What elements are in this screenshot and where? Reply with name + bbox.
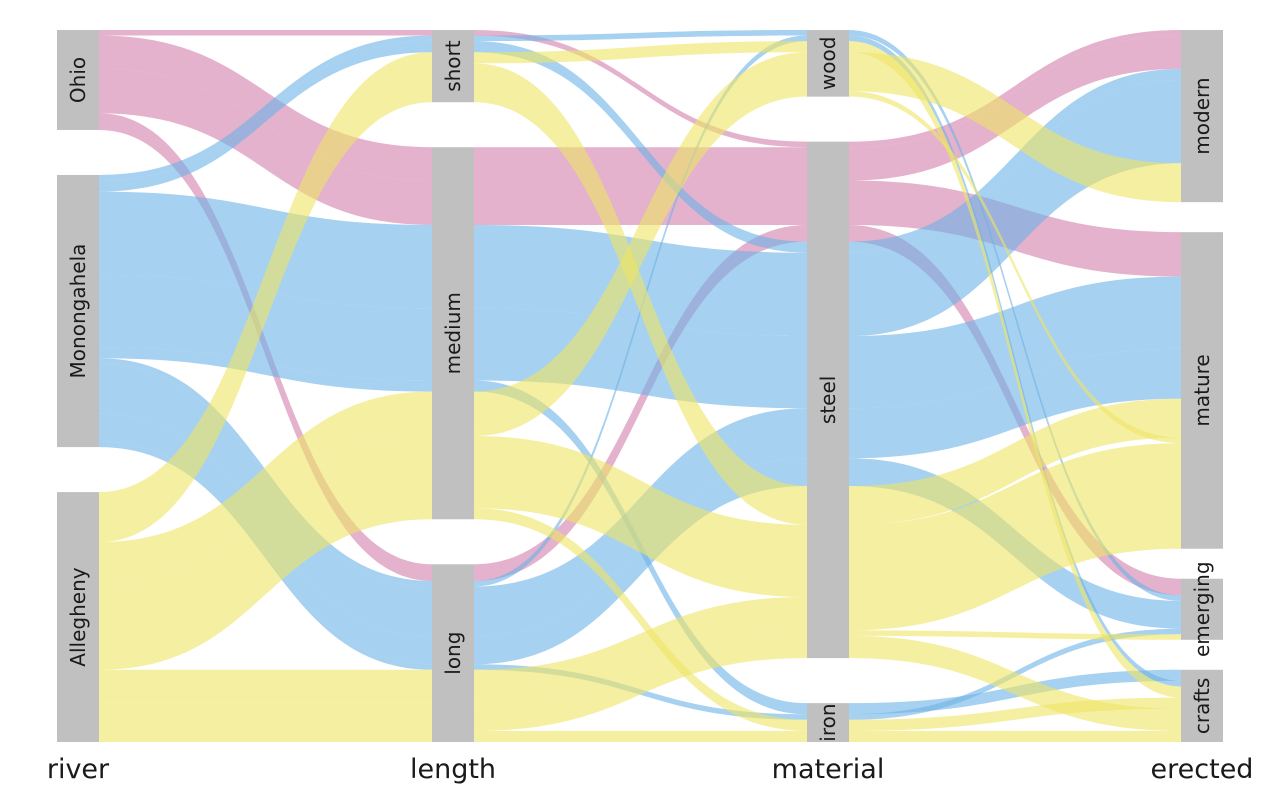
node-label-allegheny: Allegheny xyxy=(66,567,90,666)
flow-ribbon xyxy=(474,635,807,731)
node-label-long: long xyxy=(441,632,465,675)
flow-ribbon xyxy=(99,430,432,587)
flow-ribbon xyxy=(849,443,1181,598)
flow-ribbon xyxy=(99,435,432,659)
node-label-crafts: crafts xyxy=(1190,678,1214,734)
node-label-monongahela: Monongahela xyxy=(66,244,90,379)
flow-ribbon xyxy=(849,515,1181,631)
flow-ribbon xyxy=(474,30,807,42)
flow-ribbon xyxy=(849,79,1181,337)
flow-ribbon xyxy=(849,41,1181,698)
flow-ribbon xyxy=(474,52,807,431)
flow-ribbon xyxy=(99,730,432,742)
node-label-wood: wood xyxy=(816,37,840,91)
flow-ribbon xyxy=(99,347,432,392)
node-label-medium: medium xyxy=(441,292,465,374)
node-label-mature: mature xyxy=(1190,354,1214,426)
flow-ribbon xyxy=(474,597,807,704)
node-material-wood xyxy=(807,30,849,97)
flow-ribbon xyxy=(849,52,1181,203)
node-label-ohio: Ohio xyxy=(66,57,90,103)
axis-label-layer: river length material erected xyxy=(47,754,1254,785)
node-river-monongahela xyxy=(57,174,99,448)
axis-label-erected: erected xyxy=(1151,754,1254,785)
axis-label-length: length xyxy=(410,754,496,785)
node-length-short xyxy=(432,30,474,103)
node-river-ohio xyxy=(57,30,99,130)
flow-ribbon xyxy=(99,274,432,381)
flow-ribbon xyxy=(99,708,432,731)
flow-ribbon xyxy=(99,30,432,36)
flow-layer xyxy=(99,30,1181,742)
flow-ribbon xyxy=(99,703,432,709)
flow-ribbon xyxy=(474,224,807,581)
node-river-allegheny xyxy=(57,492,99,742)
flow-ribbon xyxy=(474,147,807,181)
node-label-iron: iron xyxy=(816,703,840,741)
node-length-medium xyxy=(432,147,474,520)
flow-ribbon xyxy=(474,63,807,525)
node-erected-crafts xyxy=(1181,669,1223,742)
flow-ribbon xyxy=(99,41,432,192)
node-label-short: short xyxy=(441,40,465,92)
node-material-steel xyxy=(807,141,849,659)
flow-ribbon xyxy=(474,435,807,598)
node-erected-mature xyxy=(1181,232,1223,549)
flow-ribbon xyxy=(99,52,432,504)
flow-ribbon xyxy=(99,63,432,543)
flow-ribbon xyxy=(849,91,1181,444)
flow-ribbon xyxy=(99,35,432,181)
flow-ribbon xyxy=(474,41,807,64)
flow-ribbon xyxy=(99,191,432,309)
flow-ribbon xyxy=(849,276,1181,409)
flow-ribbon xyxy=(99,669,432,704)
axis-label-material: material xyxy=(772,754,885,785)
flow-ribbon xyxy=(99,508,432,670)
node-label-emerging: emerging xyxy=(1190,561,1214,657)
flow-ribbon xyxy=(99,391,432,581)
flow-ribbon xyxy=(849,30,1181,148)
flow-ribbon xyxy=(474,41,807,253)
flow-ribbon xyxy=(474,508,807,731)
node-erected-modern xyxy=(1181,30,1223,203)
flow-ribbon xyxy=(849,35,1181,687)
node-material-iron xyxy=(807,703,849,742)
flow-ribbon xyxy=(474,458,807,665)
node-label-steel: steel xyxy=(816,376,840,424)
flow-ribbon xyxy=(474,91,807,436)
node-label-modern: modern xyxy=(1190,77,1214,154)
flow-ribbon xyxy=(849,68,1181,253)
node-length-long xyxy=(432,564,474,742)
flow-ribbon xyxy=(474,730,807,742)
flow-ribbon xyxy=(474,180,807,225)
flow-ribbon xyxy=(849,398,1181,525)
node-erected-emerging xyxy=(1181,578,1223,640)
flow-ribbon xyxy=(99,68,432,225)
flow-ribbon xyxy=(849,730,1181,742)
flow-ribbon xyxy=(849,635,1181,731)
flow-ribbon xyxy=(849,630,1181,640)
flow-ribbon xyxy=(474,30,807,148)
flow-ribbon xyxy=(849,348,1181,459)
flow-ribbon xyxy=(474,630,807,709)
axis-label-river: river xyxy=(47,754,110,785)
